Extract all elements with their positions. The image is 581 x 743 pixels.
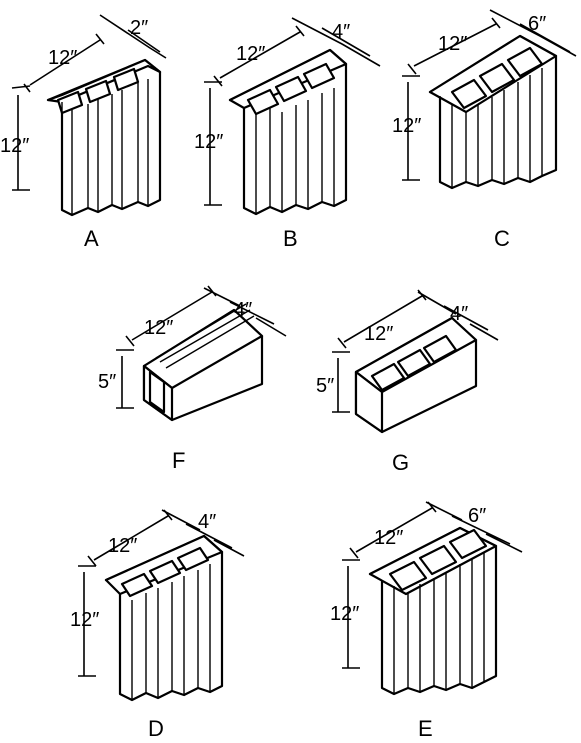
block-c-label: C [494, 226, 510, 251]
block-a-width-label: 2″ [130, 17, 148, 39]
block-d-height-label: 12″ [70, 609, 99, 631]
block-f-width-label: 4″ [234, 299, 252, 321]
block-c-width-label: 6″ [528, 13, 546, 35]
block-e: 12″ 12″ 6″ E [330, 501, 523, 741]
block-b-width-label: 4″ [332, 21, 350, 43]
block-d-length-label: 12″ [108, 535, 137, 557]
block-g-height-label: 5″ [316, 375, 334, 397]
block-f: 5″ 12″ 4″ F [98, 285, 287, 473]
block-a-label: A [84, 226, 99, 251]
block-e-length-label: 12″ [374, 527, 403, 549]
block-f-height-label: 5″ [98, 371, 116, 393]
block-f-label: F [172, 448, 185, 473]
block-g-length-label: 12″ [364, 323, 393, 345]
block-e-label: E [418, 716, 433, 741]
block-e-height-label: 12″ [330, 603, 359, 625]
block-b-height-label: 12″ [194, 131, 223, 153]
block-a: 12″ 12″ 2″ A [0, 14, 167, 251]
block-e-width-label: 6″ [468, 505, 486, 527]
block-d: 12″ 12″ 4″ D [70, 509, 245, 741]
block-b-length-label: 12″ [236, 43, 265, 65]
block-a-length-label: 12″ [48, 47, 77, 69]
block-c: 12″ 12″ 6″ C [392, 9, 577, 251]
block-c-length-label: 12″ [438, 33, 467, 55]
block-b-label: B [283, 226, 298, 251]
block-d-width-label: 4″ [198, 511, 216, 533]
block-a-height-label: 12″ [0, 135, 29, 157]
block-g: 5″ 12″ 4″ G [316, 289, 499, 475]
block-g-width-label: 4″ [450, 303, 468, 325]
block-c-height-label: 12″ [392, 115, 421, 137]
block-d-label: D [148, 716, 164, 741]
block-b: 12″ 12″ 4″ B [194, 17, 381, 251]
block-g-label: G [392, 450, 409, 475]
block-f-length-label: 12″ [144, 317, 173, 339]
